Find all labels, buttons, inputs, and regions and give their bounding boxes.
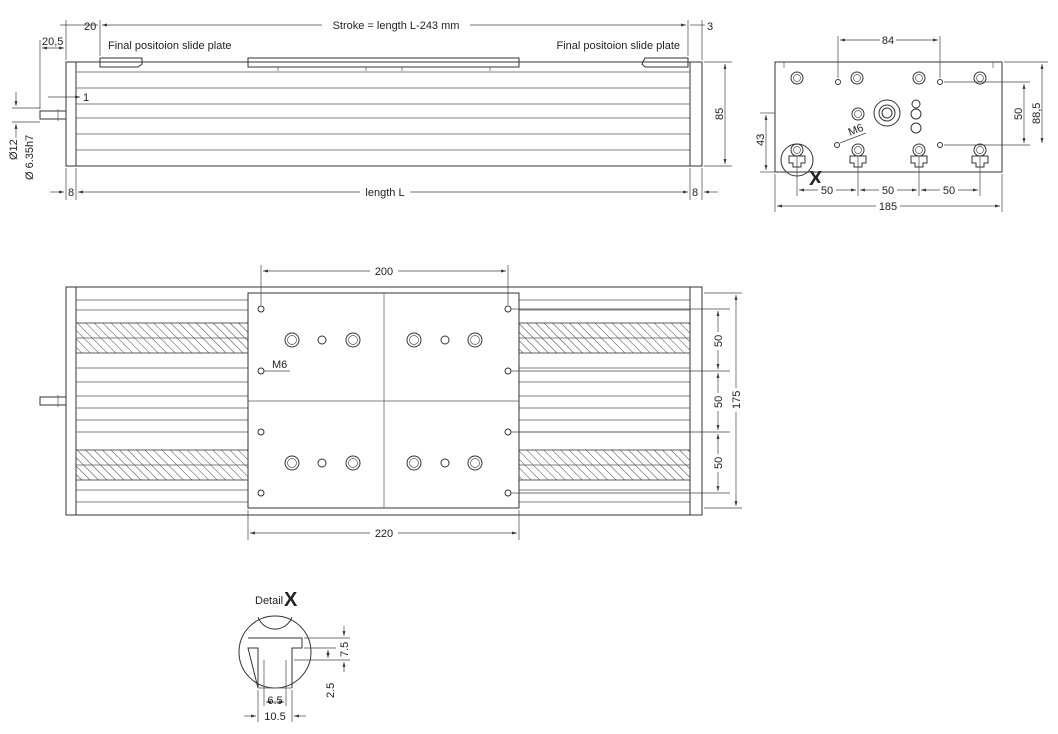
- dim-50-vertical: 50: [1013, 108, 1025, 120]
- drive-shaft: [39, 110, 67, 120]
- detail-t-slot: [247, 637, 303, 689]
- dim-8-left: 8: [68, 187, 74, 199]
- detail-dim-2-5: 2.5: [325, 683, 337, 698]
- dim-88-5: 88,5: [1031, 103, 1043, 124]
- length-l-dimension: length L: [365, 187, 404, 199]
- side-end-cap-left: [65, 61, 77, 167]
- final-position-label-right: Final positoion slide plate: [556, 40, 680, 52]
- side-end-cap-right: [689, 61, 703, 167]
- side-profile-grooves: [76, 71, 690, 151]
- detail-bore-arc: [257, 616, 293, 630]
- top-plate-holes: [257, 305, 512, 497]
- end-dim-50-a: 50: [821, 185, 833, 197]
- dim-220: 220: [375, 528, 393, 540]
- detail-dim-10-5: 10.5: [264, 711, 285, 723]
- top-drive-shaft: [39, 396, 67, 406]
- dim-43: 43: [755, 134, 767, 146]
- top-dim-50-a: 50: [713, 335, 725, 347]
- slide-plate: [247, 57, 520, 68]
- top-dim-50-b: 50: [713, 396, 725, 408]
- end-bores: [790, 71, 987, 157]
- top-m6-label: M6: [272, 359, 287, 371]
- detail-x-mark: X: [284, 589, 298, 611]
- end-view: X 84 50 88,5 43 M6 50 50: [755, 33, 1048, 213]
- detail-circle: [238, 615, 312, 689]
- dim-85: 85: [714, 108, 726, 120]
- end-dim-50-b: 50: [882, 185, 894, 197]
- side-view: Stroke = length L-243 mm 20 3 20,5 Final…: [8, 17, 732, 200]
- slide-plate-end-right: [641, 57, 689, 68]
- dim-3: 3: [707, 21, 713, 33]
- dim-200: 200: [375, 266, 393, 278]
- final-position-label-left: Final positoion slide plate: [108, 40, 232, 52]
- dim-185: 185: [879, 201, 897, 213]
- top-slide-plate: [247, 292, 520, 509]
- top-view: M6 200 50 50 50 175 220: [39, 264, 743, 540]
- dim-175: 175: [731, 391, 743, 409]
- detail-x-view: Detail X 7.5 2.5 6.5 10.5: [238, 589, 351, 723]
- detail-dim-7-5: 7.5: [339, 642, 351, 657]
- top-dim-50-c: 50: [713, 457, 725, 469]
- dim-20: 20: [84, 21, 96, 33]
- end-dim-50-c: 50: [943, 185, 955, 197]
- end-t-slots: [788, 155, 989, 168]
- top-end-cap-left: [65, 286, 77, 516]
- dim-84: 84: [882, 35, 894, 47]
- top-end-cap-right: [689, 286, 703, 516]
- side-profile-body: [65, 61, 703, 167]
- dim-20-5: 20,5: [42, 36, 63, 48]
- detail-label: Detail: [255, 595, 283, 607]
- end-shaft-outer: [873, 99, 901, 127]
- dim-diameter-12: Ø12: [8, 139, 20, 160]
- dim-1: 1: [83, 92, 89, 104]
- dim-diameter-6-35: Ø 6.35h7: [24, 135, 36, 180]
- end-profile-body: [774, 61, 1003, 173]
- stroke-dimension: Stroke = length L-243 mm: [333, 20, 460, 32]
- slide-plate-end-left: [99, 57, 143, 68]
- end-m6-label: M6: [847, 122, 866, 139]
- dim-8-right: 8: [692, 187, 698, 199]
- detail-dim-6-5: 6.5: [267, 695, 282, 707]
- hatched-rails: [75, 322, 691, 481]
